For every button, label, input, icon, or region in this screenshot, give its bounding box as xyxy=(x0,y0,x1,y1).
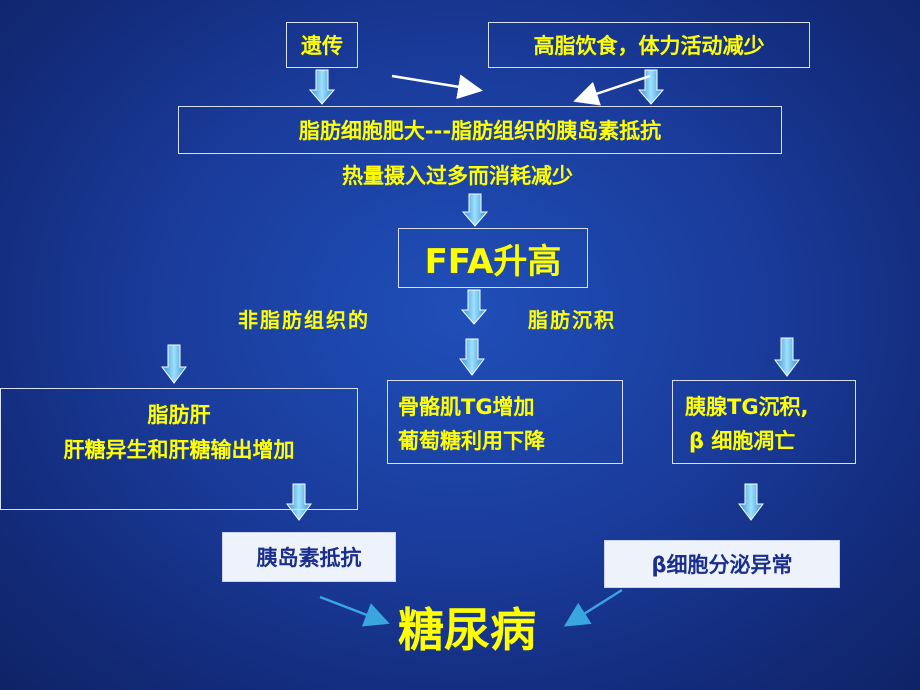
nonfat-right-label: 脂肪沉积 xyxy=(528,308,616,332)
pancreas-line1: 胰腺TG沉积, xyxy=(685,395,809,419)
ffa-label: FFA升高 xyxy=(424,241,562,282)
beta-abnormal-box: β细胞分泌异常 xyxy=(604,540,840,588)
thin-arrow-heredity-diet xyxy=(391,74,483,100)
ffa-box: FFA升高 xyxy=(398,228,588,288)
down-arrow-liver xyxy=(161,344,187,384)
insulin-resistance-box: 胰岛素抵抗 xyxy=(222,532,396,582)
thin-arrow-diet-adipocyte xyxy=(573,74,651,106)
diet-label: 高脂饮食，体力活动减少 xyxy=(533,34,765,58)
pancreas-box: 胰腺TG沉积, β 细胞凋亡 xyxy=(672,380,856,464)
down-arrow-heredity xyxy=(308,69,336,105)
thin-arrow-ir-diabetes xyxy=(319,595,390,627)
liver-line2: 肝糖异生和肝糖输出增加 xyxy=(63,438,295,462)
down-arrow-diet xyxy=(637,69,665,105)
down-arrow-ffa xyxy=(460,289,488,325)
diet-box: 高脂饮食，体力活动减少 xyxy=(488,22,810,68)
down-arrow-pancreas-beta xyxy=(738,483,764,521)
down-arrow-muscle xyxy=(459,338,485,376)
muscle-box: 骨骼肌TG增加 葡萄糖利用下降 xyxy=(387,380,623,464)
diabetes-label: 糖尿病 xyxy=(398,603,536,657)
nonfat-left-label: 非脂肪组织的 xyxy=(238,308,370,332)
adipocyte-label: 脂肪细胞肥大---脂肪组织的胰岛素抵抗 xyxy=(298,119,662,143)
down-arrow-pancreas xyxy=(774,337,800,377)
liver-line1: 脂肪肝 xyxy=(147,403,211,427)
liver-box: 脂肪肝 肝糖异生和肝糖输出增加 xyxy=(0,388,358,510)
down-arrow-liver-ir xyxy=(286,483,312,521)
thin-arrow-beta-diabetes xyxy=(563,588,623,627)
insulin-resistance-label: 胰岛素抵抗 xyxy=(256,546,362,570)
down-arrow-energy xyxy=(461,193,489,227)
adipocyte-box: 脂肪细胞肥大---脂肪组织的胰岛素抵抗 xyxy=(178,106,782,154)
heredity-box: 遗传 xyxy=(286,22,358,68)
heredity-label: 遗传 xyxy=(301,34,343,58)
energy-label: 热量摄入过多而消耗减少 xyxy=(342,164,573,188)
muscle-line1: 骨骼肌TG增加 xyxy=(398,395,535,419)
beta-abnormal-label: β细胞分泌异常 xyxy=(651,553,793,577)
muscle-line2: 葡萄糖利用下降 xyxy=(398,429,545,453)
pancreas-line2: β 细胞凋亡 xyxy=(689,429,796,453)
